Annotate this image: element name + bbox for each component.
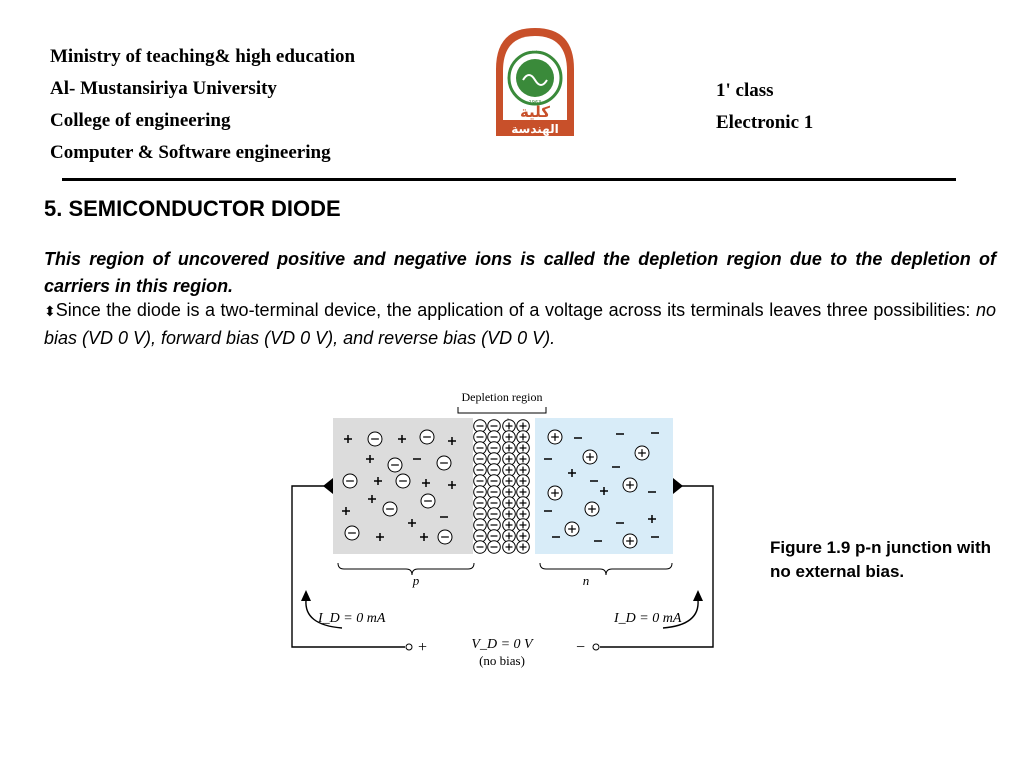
n-label: n [583,573,590,588]
pn-junction-diagram: Depletion region p n + − I_D = 0 mA I_D … [291,390,714,668]
college-line: College of engineering [50,110,231,131]
logo-script-top: كلية [520,103,550,121]
header-divider [62,178,956,181]
left-current-label: I_D = 0 mA [317,611,386,626]
updown-arrow-icon: ⬍ [44,303,56,319]
p-label: p [412,573,420,588]
university-line: Al- Mustansiriya University [50,78,277,99]
university-logo: كلية الهندسة 1963 Republic of Iraq Musta… [496,28,574,136]
p-region-carriers [342,429,456,545]
depletion-ions [473,419,530,554]
external-circuit [291,485,714,648]
right-current-label: I_D = 0 mA [613,611,682,626]
department-line: Computer & Software engineering [50,142,331,163]
course-line: Electronic 1 [716,112,814,133]
logo-republic: Republic of Iraq [523,48,547,52]
minus-terminal: − [576,639,585,656]
n-region-carriers [544,429,659,549]
bias-text: Since the diode is a two-terminal device… [55,300,976,320]
depletion-paragraph: This region of uncovered positive and ne… [44,246,996,300]
voltage-label: V_D = 0 V [471,637,534,652]
section-title: 5. SEMICONDUCTOR DIODE [44,196,341,221]
logo-year: 1963 [529,100,542,106]
bias-paragraph: ⬍Since the diode is a two-terminal devic… [44,297,996,352]
no-bias-label: (no bias) [479,653,525,668]
plus-terminal: + [418,639,427,656]
bias-options-text: no bias (VD 0 V), forward bias (VD 0 V),… [44,300,996,348]
logo-name: Mustansiriya [525,55,544,59]
class-line: 1' class [716,80,774,101]
logo-script-bottom: الهندسة [511,122,558,136]
figure-caption: Figure 1.9 p-n junction with no external… [770,538,991,581]
depletion-text: This region of uncovered positive and ne… [44,249,996,296]
ministry-line: Ministry of teaching& high education [50,46,356,67]
depletion-region-label: Depletion region [462,390,543,404]
